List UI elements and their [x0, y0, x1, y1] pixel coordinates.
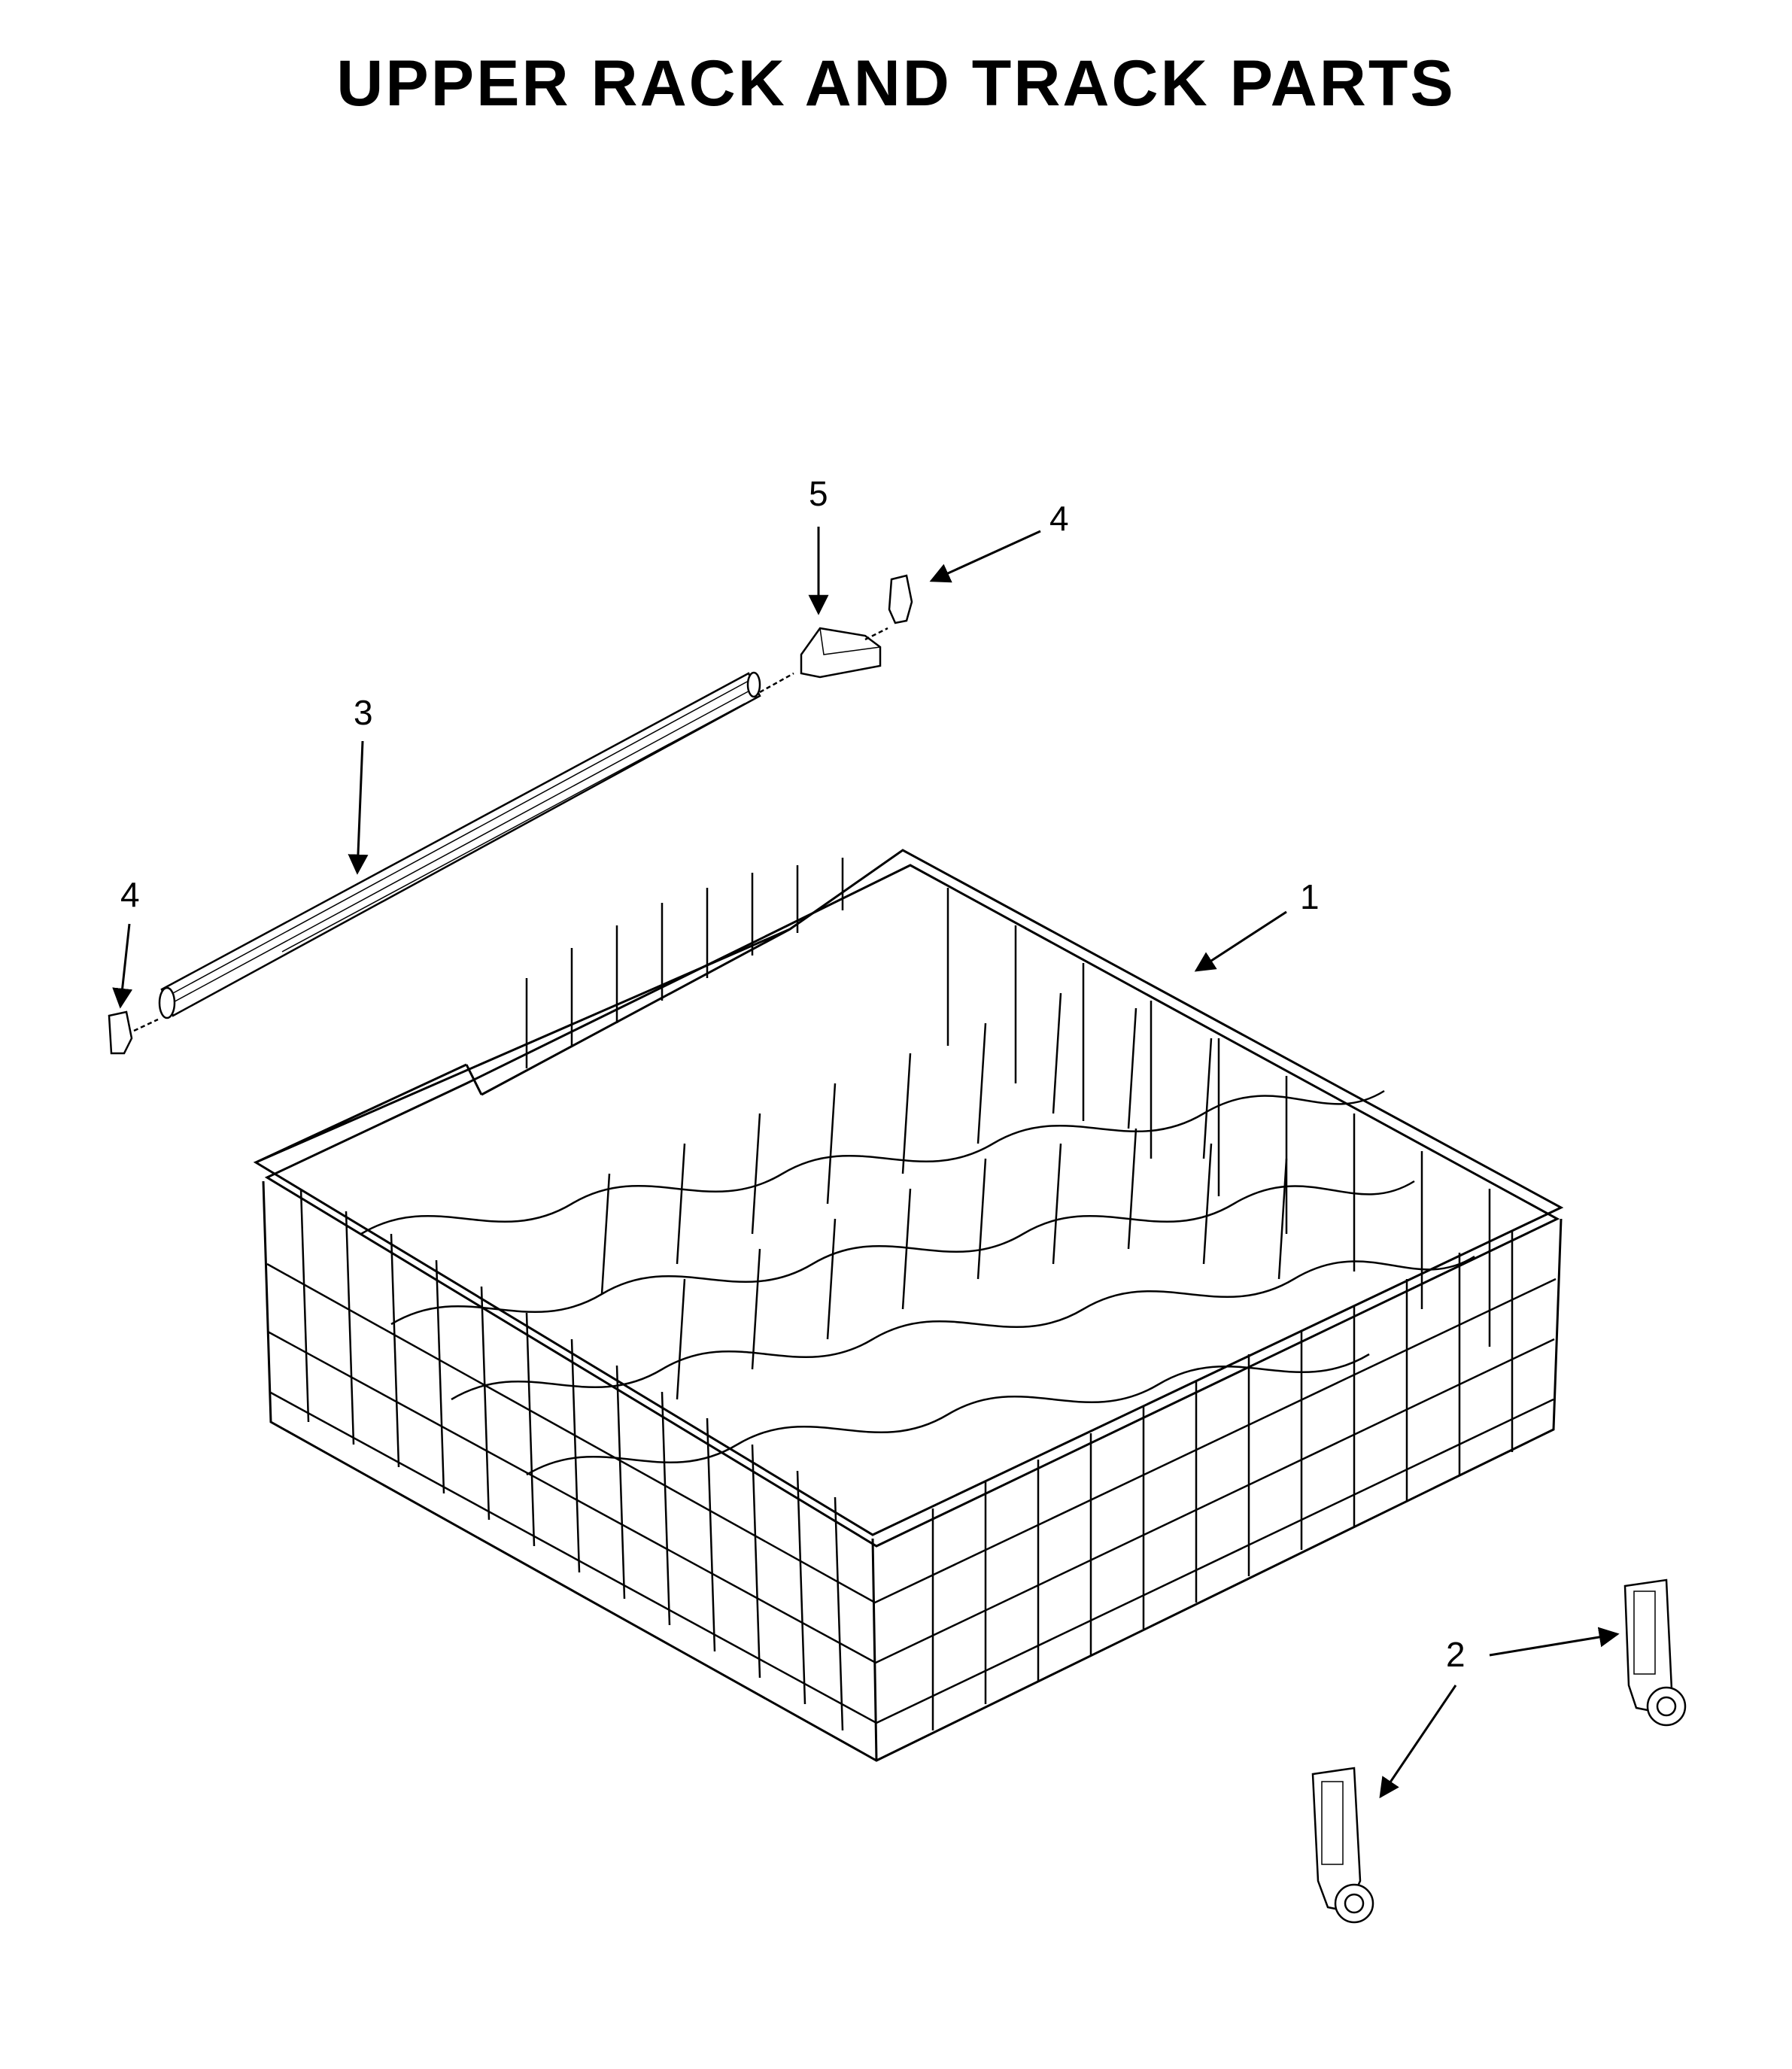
- leader-arrow-4-left: [112, 923, 133, 1009]
- rack-roller-right: [1623, 1578, 1687, 1727]
- callout-label-4-right: 4: [1049, 499, 1069, 538]
- callout-label-4-left: 4: [120, 875, 140, 914]
- leader-arrow-1: [1194, 910, 1287, 972]
- track-rail: [158, 671, 761, 1019]
- callout-label-2: 2: [1446, 1635, 1465, 1674]
- diagram-title: UPPER RACK AND TRACK PARTS: [336, 47, 1456, 120]
- end-cap-left: [108, 1010, 159, 1055]
- leader-arrow-4-right: [929, 530, 1041, 583]
- leader-arrow-2-right: [1489, 1627, 1620, 1657]
- rack-stop: [759, 627, 882, 694]
- leader-arrow-3: [348, 740, 369, 875]
- dish-rack: [253, 849, 1564, 1762]
- callout-label-1: 1: [1300, 877, 1320, 916]
- rack-roller-left: [1311, 1767, 1374, 1924]
- callout-label-3: 3: [354, 693, 373, 732]
- leader-arrow-2-left: [1379, 1685, 1457, 1799]
- callout-label-5: 5: [809, 474, 828, 513]
- end-cap-right: [864, 574, 913, 641]
